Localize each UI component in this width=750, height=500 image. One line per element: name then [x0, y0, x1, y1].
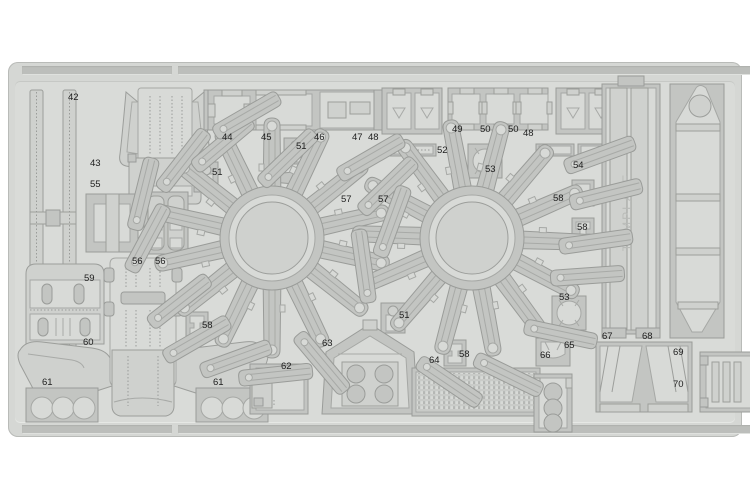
pushrod-tube-11 [350, 228, 377, 304]
pushrod-tube-4 [124, 203, 171, 274]
part-number-62-31: 62 [281, 361, 292, 372]
pushrod-tube-19 [293, 331, 351, 395]
part-number-48-17: 48 [523, 128, 534, 139]
part-61-left [25, 387, 99, 423]
part-number-53-22: 53 [485, 164, 496, 175]
part-48-left [381, 87, 443, 135]
part-number-65-34: 65 [564, 340, 575, 351]
part-number-51-20: 51 [399, 310, 410, 321]
part-number-60-6: 60 [83, 337, 94, 348]
part-number-45-10: 45 [261, 132, 272, 143]
pushrod-tube-8 [336, 133, 406, 182]
pushrod-tube-18 [415, 356, 483, 408]
part-number-61-8: 61 [213, 377, 224, 388]
etched-parts-artwork: TEMPLATE [17, 75, 750, 433]
fret-rail-bottom-right [178, 425, 750, 434]
pushrod-tube-2 [199, 339, 273, 379]
part-number-70-39: 70 [673, 379, 684, 390]
part-number-59-5: 59 [84, 273, 95, 284]
part-67-68-fins [595, 341, 693, 413]
fret-rail-top-right [178, 66, 750, 75]
fret-rail-top-left [22, 66, 172, 75]
pushrod-tube-0 [146, 273, 212, 329]
part-number-58-30: 58 [459, 349, 470, 360]
pushrod-tube-15 [549, 265, 626, 287]
part-number-43-1: 43 [90, 158, 101, 169]
pushrod-tube-20 [257, 128, 319, 189]
photoetch-fret: TEMPLATE [8, 62, 750, 437]
part-number-55-2: 55 [90, 179, 101, 190]
part-number-47-12: 47 [352, 132, 363, 143]
pushrod-tube-17 [472, 352, 544, 397]
part-number-58-26: 58 [553, 193, 564, 204]
part-number-66-35: 66 [540, 350, 551, 361]
fret-rail-bottom-left [22, 425, 172, 434]
part-number-52-21: 52 [437, 145, 448, 156]
pushrod-tube-12 [563, 135, 637, 175]
part-number-68-37: 68 [642, 331, 653, 342]
part-number-63-32: 63 [322, 338, 333, 349]
part-number-58-27: 58 [577, 222, 588, 233]
part-number-58-29: 58 [202, 320, 213, 331]
part-number-50-15: 50 [480, 124, 491, 135]
part-number-46-11: 46 [314, 132, 325, 143]
pushrod-tube-1 [162, 315, 232, 364]
part-63 [321, 319, 419, 415]
pushrod-tube-9 [357, 156, 419, 217]
part-number-42-0: 42 [68, 92, 79, 103]
pushrod-tube-14 [558, 228, 634, 255]
part-number-54-23: 54 [573, 160, 584, 171]
part-67-68-template: TEMPLATE [601, 75, 661, 339]
part-number-51-18: 51 [296, 141, 307, 152]
part-number-48-13: 48 [368, 132, 379, 143]
part-57-right [351, 119, 593, 357]
part-number-69-38: 69 [673, 347, 684, 358]
part-number-44-9: 44 [222, 132, 233, 143]
part-53-lower [551, 295, 587, 331]
part-59 [25, 263, 105, 345]
pushrod-tube-5 [127, 156, 160, 232]
pushrod-tube-21 [212, 91, 282, 140]
pushrod-tube-10 [372, 185, 412, 259]
part-49-50-strip [447, 87, 553, 131]
pushrod-tube-16 [523, 319, 598, 350]
part-number-49-14: 49 [452, 124, 463, 135]
part-number-64-33: 64 [429, 355, 440, 366]
part-70 [699, 351, 750, 413]
part-number-61-7: 61 [42, 377, 53, 388]
part-number-56-4: 56 [155, 256, 166, 267]
part-number-57-24: 57 [341, 194, 352, 205]
pushrod-tube-3 [238, 362, 314, 387]
part-69 [669, 83, 725, 339]
part-number-67-36: 67 [602, 331, 613, 342]
pushrod-tube-13 [568, 178, 644, 211]
part-number-50-16: 50 [508, 124, 519, 135]
part-number-53-28: 53 [559, 292, 570, 303]
part-number-57-25: 57 [378, 194, 389, 205]
part-number-56-3: 56 [132, 256, 143, 267]
part-number-51-19: 51 [212, 167, 223, 178]
pushrod-tube-6 [155, 128, 211, 193]
